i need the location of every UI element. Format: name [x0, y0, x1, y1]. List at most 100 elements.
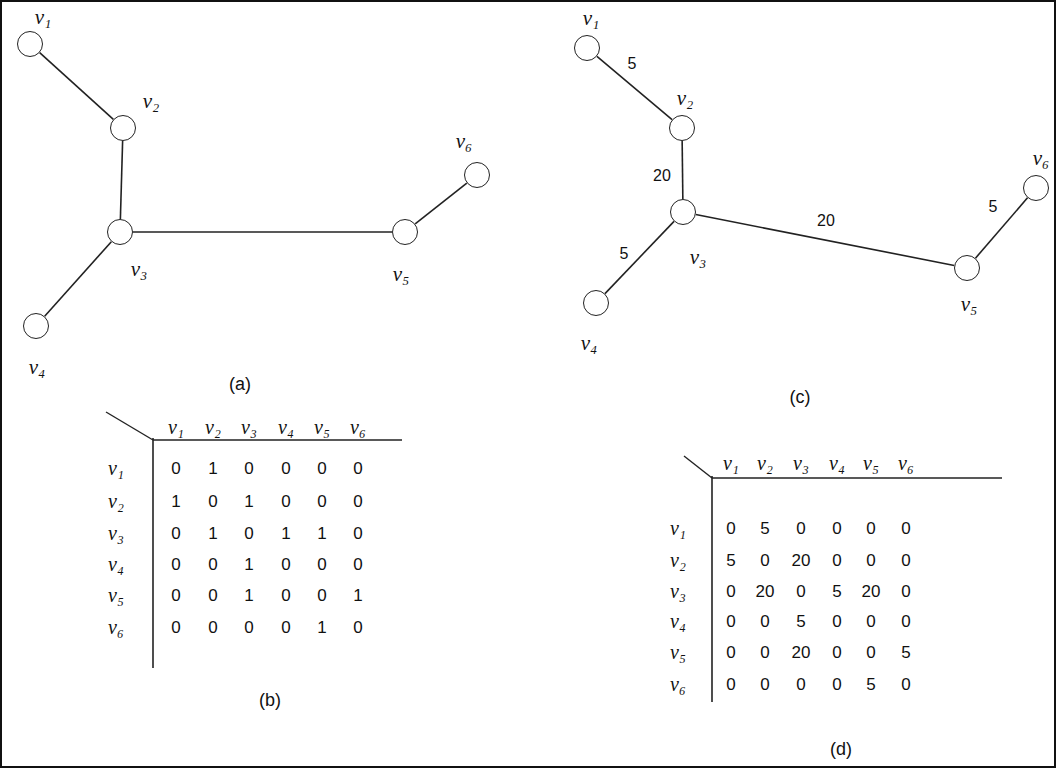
matrix-cell: 20: [792, 644, 811, 661]
matrix-header: v₅: [863, 453, 879, 473]
matrix-cell: 5: [832, 583, 841, 600]
matrix-header: v₂: [205, 417, 221, 437]
matrix-cell: 0: [796, 676, 805, 693]
matrix-cell: 0: [832, 676, 841, 693]
vertex-circle: v₆: [464, 162, 490, 188]
matrix-cell: 1: [281, 525, 290, 542]
matrix-cell: 0: [208, 587, 217, 604]
matrix-header: v₁: [108, 458, 124, 478]
matrix-cell: 0: [353, 460, 362, 477]
matrix-cell: 1: [353, 587, 362, 604]
graph-edge: [40, 53, 114, 120]
vertex-circle: v₄: [23, 313, 49, 339]
table-rule: [152, 438, 154, 668]
matrix-cell: 5: [796, 613, 805, 630]
vertex-circle: v₂: [669, 115, 695, 141]
matrix-cell: 1: [171, 493, 180, 510]
matrix-cell: 0: [901, 676, 910, 693]
matrix-cell: 0: [317, 587, 326, 604]
matrix-header: v₂: [670, 550, 686, 570]
graph-edge: [681, 141, 683, 199]
matrix-cell: 0: [281, 493, 290, 510]
vertex-label: v₁: [35, 7, 52, 28]
matrix-cell: 0: [866, 520, 875, 537]
matrix-cell: 0: [726, 583, 735, 600]
matrix-cell: 0: [171, 460, 180, 477]
matrix-cell: 0: [832, 644, 841, 661]
matrix-cell: 20: [756, 583, 775, 600]
matrix-cell: 0: [901, 520, 910, 537]
vertex-circle: v₃: [670, 199, 696, 225]
matrix-cell: 5: [866, 676, 875, 693]
matrix-cell: 0: [832, 613, 841, 630]
vertex-label: v₆: [1033, 148, 1050, 169]
matrix-cell: 1: [244, 587, 253, 604]
matrix-cell: 0: [726, 613, 735, 630]
matrix-header: v₁: [670, 518, 686, 538]
matrix-header: v₆: [670, 674, 686, 694]
vertex-circle: v₂: [110, 115, 136, 141]
matrix-cell: 5: [901, 644, 910, 661]
vertex-label: v₅: [393, 264, 410, 285]
vertex-label: v₆: [456, 131, 473, 152]
matrix-cell: 5: [760, 520, 769, 537]
matrix-cell: 0: [760, 613, 769, 630]
matrix-cell: 0: [208, 619, 217, 636]
vertex-circle: v₃: [107, 219, 133, 245]
vertex-circle: v₅: [954, 255, 980, 281]
matrix-header: v₅: [314, 417, 330, 437]
matrix-cell: 0: [353, 619, 362, 636]
graph-edge: [415, 183, 467, 224]
matrix-cell: 5: [726, 552, 735, 569]
matrix-cell: 0: [866, 552, 875, 569]
edge-weight: 20: [651, 168, 673, 184]
figure-tag: (c): [790, 388, 811, 406]
matrix-cell: 0: [171, 619, 180, 636]
matrix-cell: 0: [901, 613, 910, 630]
matrix-cell: 0: [832, 520, 841, 537]
table-rule: [712, 477, 1002, 479]
vertex-circle: v₁: [574, 35, 600, 61]
vertex-circle: v₄: [583, 290, 609, 316]
vertex-label: v₂: [677, 88, 694, 109]
vertex-label: v₄: [29, 357, 46, 378]
matrix-cell: 20: [862, 583, 881, 600]
matrix-header: v₄: [829, 453, 845, 473]
table-corner-rule: [106, 412, 153, 440]
matrix-cell: 0: [726, 644, 735, 661]
matrix-header: v₅: [670, 642, 686, 662]
matrix-header: v₆: [898, 453, 914, 473]
matrix-cell: 0: [208, 493, 217, 510]
matrix-cell: 0: [171, 525, 180, 542]
matrix-cell: 0: [171, 587, 180, 604]
matrix-cell: 0: [317, 460, 326, 477]
matrix-cell: 0: [901, 552, 910, 569]
matrix-cell: 0: [866, 644, 875, 661]
matrix-cell: 0: [281, 619, 290, 636]
matrix-header: v₂: [108, 491, 124, 511]
edge-weight: 20: [815, 213, 837, 229]
matrix-cell: 0: [726, 676, 735, 693]
matrix-cell: 1: [208, 525, 217, 542]
matrix-cell: 0: [353, 556, 362, 573]
matrix-cell: 0: [760, 644, 769, 661]
matrix-header: v₁: [168, 417, 184, 437]
edge-weight: 5: [987, 199, 1000, 215]
matrix-cell: 0: [244, 525, 253, 542]
vertex-circle: v₆: [1023, 175, 1049, 201]
matrix-cell: 0: [171, 556, 180, 573]
matrix-header: v₅: [108, 585, 124, 605]
edge-weight: 5: [626, 56, 639, 72]
matrix-cell: 0: [760, 552, 769, 569]
matrix-cell: 0: [281, 556, 290, 573]
matrix-cell: 0: [317, 493, 326, 510]
matrix-cell: 0: [832, 552, 841, 569]
matrix-cell: 0: [244, 460, 253, 477]
graph-edge: [975, 198, 1027, 258]
matrix-cell: 0: [208, 556, 217, 573]
matrix-header: v₄: [108, 554, 124, 574]
matrix-header: v₆: [350, 417, 366, 437]
